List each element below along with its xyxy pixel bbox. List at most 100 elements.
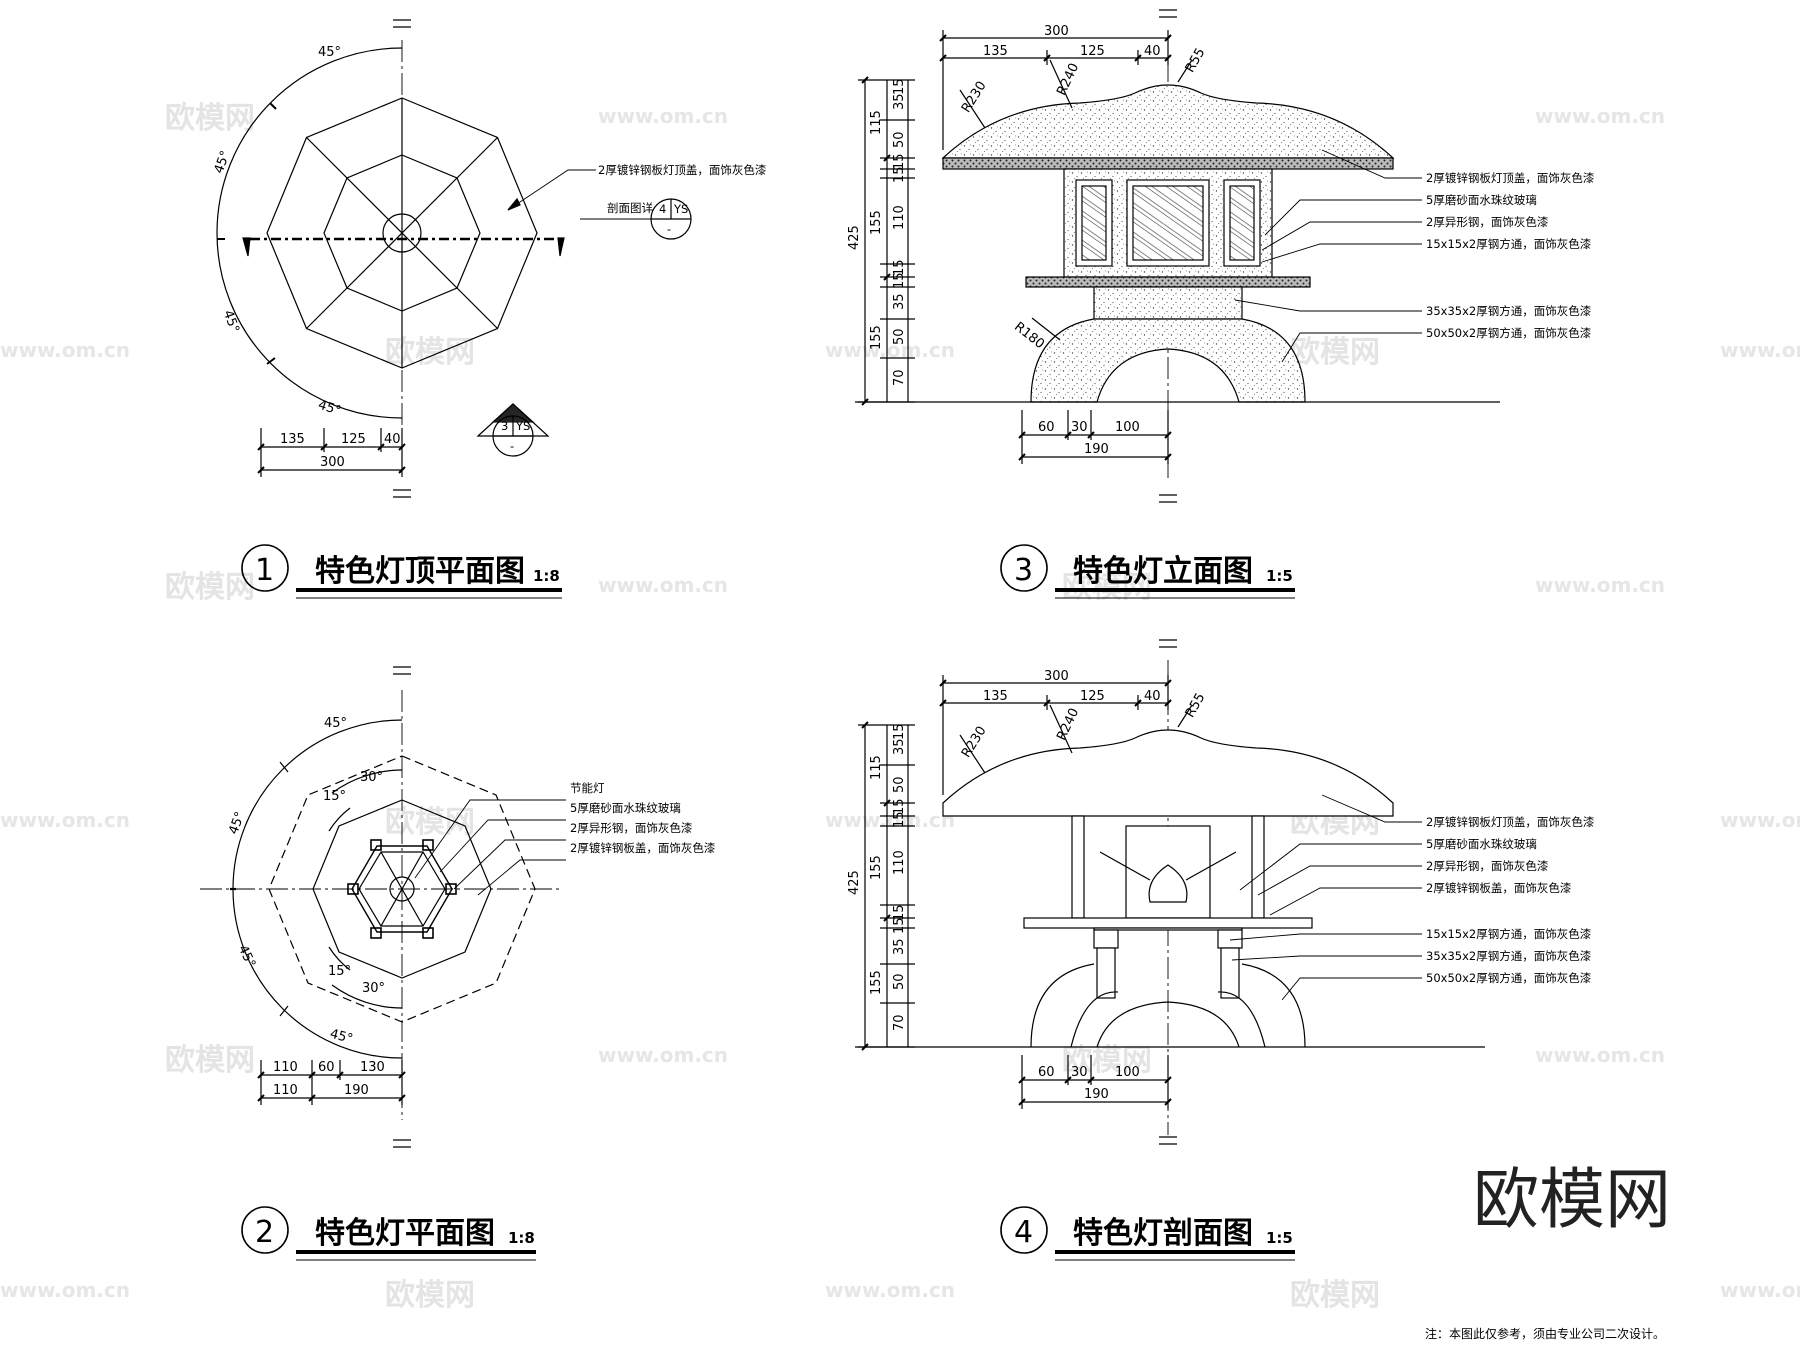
dimension-value: 60 [1038, 1065, 1055, 1080]
dimension-value: 190 [1084, 1087, 1109, 1102]
callout-glass: 5厚磨砂面水珠纹玻璃 [1426, 837, 1537, 851]
angle-label: 15° [323, 789, 346, 804]
callout-cover: 2厚镀锌钢板盖，面饰灰色漆 [570, 841, 715, 855]
watermark-url: www.om.cn [825, 1278, 955, 1302]
dimension-value: 60 [1038, 420, 1055, 435]
dimension-value: 30 [1071, 420, 1088, 435]
watermark-url: www.om.cn [0, 808, 130, 832]
watermark-url: www.om.cn [598, 573, 728, 597]
brand-watermark: 欧模网 [1473, 1161, 1671, 1238]
drawing-2-plan [200, 666, 566, 1148]
view-ref-number: 3 [501, 419, 508, 433]
callout-steel: 2厚异形钢，面饰灰色漆 [570, 821, 692, 835]
dimension-value: 15 [892, 166, 907, 183]
dimension-value: 425 [847, 870, 862, 895]
drawing-2-labels: 45° 45° 45° 45° 30° 15° 15° 30° 节能灯 5厚磨砂… [226, 716, 715, 1098]
watermark-url: www.om.cn [1720, 808, 1800, 832]
angle-label: 15° [328, 964, 351, 979]
dimension-value: 15 [892, 811, 907, 828]
drawing-scale: 1:5 [1266, 567, 1293, 585]
drawing-title: 特色灯剖面图 [1073, 1216, 1253, 1251]
angle-label: 45° [328, 1027, 354, 1047]
section-ref-text: 剖面图详 [607, 201, 653, 215]
callout-lamp: 节能灯 [570, 781, 605, 795]
title-block-4: 4 特色灯剖面图 1:5 [1000, 1206, 1295, 1261]
angle-label: 45° [220, 308, 242, 335]
dimension-value: 60 [318, 1060, 335, 1075]
dimension-value: 15 [892, 78, 907, 95]
dimension-value: 70 [892, 1014, 907, 1031]
watermark-brand: 欧模网 [385, 1278, 475, 1313]
callout-glass: 5厚磨砂面水珠纹玻璃 [570, 801, 681, 815]
callout-tube-35: 35x35x2厚钢方通，面饰灰色漆 [1426, 949, 1591, 963]
dimension-value: 135 [983, 689, 1008, 704]
dimension-value: 15 [892, 272, 907, 289]
dimension-value: 50 [892, 328, 907, 345]
watermark-url: www.om.cn [598, 104, 728, 128]
watermark-brand: 欧模网 [165, 1043, 255, 1078]
watermark-url: www.om.cn [1535, 1043, 1665, 1067]
dimension-value: 15 [892, 259, 907, 276]
dimension-value: 125 [1080, 689, 1105, 704]
radius-label: R230 [959, 724, 990, 761]
dimension-value: 100 [1115, 420, 1140, 435]
dimension-value: 190 [344, 1083, 369, 1098]
watermark-brand: 欧模网 [385, 335, 475, 370]
dimension-value: 155 [869, 325, 884, 350]
radius-label: R180 [1011, 319, 1047, 352]
drawing-3-labels: 300 135 125 40 R240 R230 R55 R180 425 11… [847, 24, 1594, 457]
dimension-value: 115 [869, 755, 884, 780]
dimension-value: 35 [892, 93, 907, 110]
watermark-brand: 欧模网 [385, 805, 475, 840]
watermark-url: www.om.cn [1535, 104, 1665, 128]
drawing-title: 特色灯平面图 [315, 1216, 495, 1251]
drawing-1-labels: 45° 45° 45° 45° 2厚镀锌钢板灯顶盖，面饰灰色漆 剖面图详 4 Y… [212, 45, 767, 470]
angle-label: 30° [362, 981, 385, 996]
drawing-scale: 1:8 [508, 1229, 535, 1247]
watermark-brand: 欧模网 [165, 570, 255, 605]
dimension-value: 110 [892, 205, 907, 230]
angle-label: 45° [212, 149, 234, 176]
callout-tube-50: 50x50x2厚钢方通，面饰灰色漆 [1426, 971, 1591, 985]
angle-label: 45° [324, 716, 347, 731]
callout-tube-15: 15x15x2厚钢方通，面饰灰色漆 [1426, 237, 1591, 251]
angle-label: 45° [226, 810, 248, 837]
angle-label: 30° [360, 770, 383, 785]
dimension-value: 130 [360, 1060, 385, 1075]
watermark-brand: 欧模网 [1062, 570, 1152, 605]
watermark-url: www.om.cn [1535, 573, 1665, 597]
dimension-value: 300 [1044, 24, 1069, 39]
drawing-scale: 1:8 [533, 567, 560, 585]
drawing-number: 4 [1014, 1215, 1033, 1250]
dimension-value: 425 [847, 225, 862, 250]
dimension-value: 110 [273, 1083, 298, 1098]
watermark-brand: 欧模网 [1290, 1278, 1380, 1313]
drawing-3-elevation [855, 9, 1500, 503]
drawing-number: 3 [1014, 553, 1033, 588]
callout-shaped-steel: 2厚异形钢，面饰灰色漆 [1426, 859, 1548, 873]
footer-note: 注：本图此仅参考，须由专业公司二次设计。 [1425, 1326, 1665, 1341]
drawing-4-labels: 300 135 125 40 R240 R230 R55 425 115 155… [847, 669, 1594, 1102]
dimension-value: 15 [892, 153, 907, 170]
callout-tube-15: 15x15x2厚钢方通，面饰灰色漆 [1426, 927, 1591, 941]
title-block-1: 1 特色灯顶平面图 1:8 [241, 544, 562, 599]
watermark-url: www.om.cn [1720, 1278, 1800, 1302]
dimension-value: 155 [869, 970, 884, 995]
dimension-value: 300 [1044, 669, 1069, 684]
angle-label: 45° [318, 45, 341, 60]
title-block-3: 3 特色灯立面图 1:5 [1000, 544, 1295, 599]
view-ref-sub: - [510, 439, 514, 453]
dimension-value: 115 [869, 110, 884, 135]
drawing-number: 2 [255, 1215, 274, 1250]
view-ref-sheet: YS [515, 419, 530, 433]
angle-label: 45° [316, 398, 343, 419]
watermark-brand: 欧模网 [165, 101, 255, 136]
dimension-value: 110 [273, 1060, 298, 1075]
dimension-value: 50 [892, 131, 907, 148]
dimension-value: 125 [341, 432, 366, 447]
callout-roof-cover: 2厚镀锌钢板灯顶盖，面饰灰色漆 [1426, 171, 1594, 185]
title-block-2: 2 特色灯平面图 1:8 [241, 1206, 536, 1261]
drawing-4-section [855, 639, 1485, 1145]
drawing-number: 1 [255, 553, 274, 588]
drawing-title: 特色灯顶平面图 [315, 554, 525, 589]
